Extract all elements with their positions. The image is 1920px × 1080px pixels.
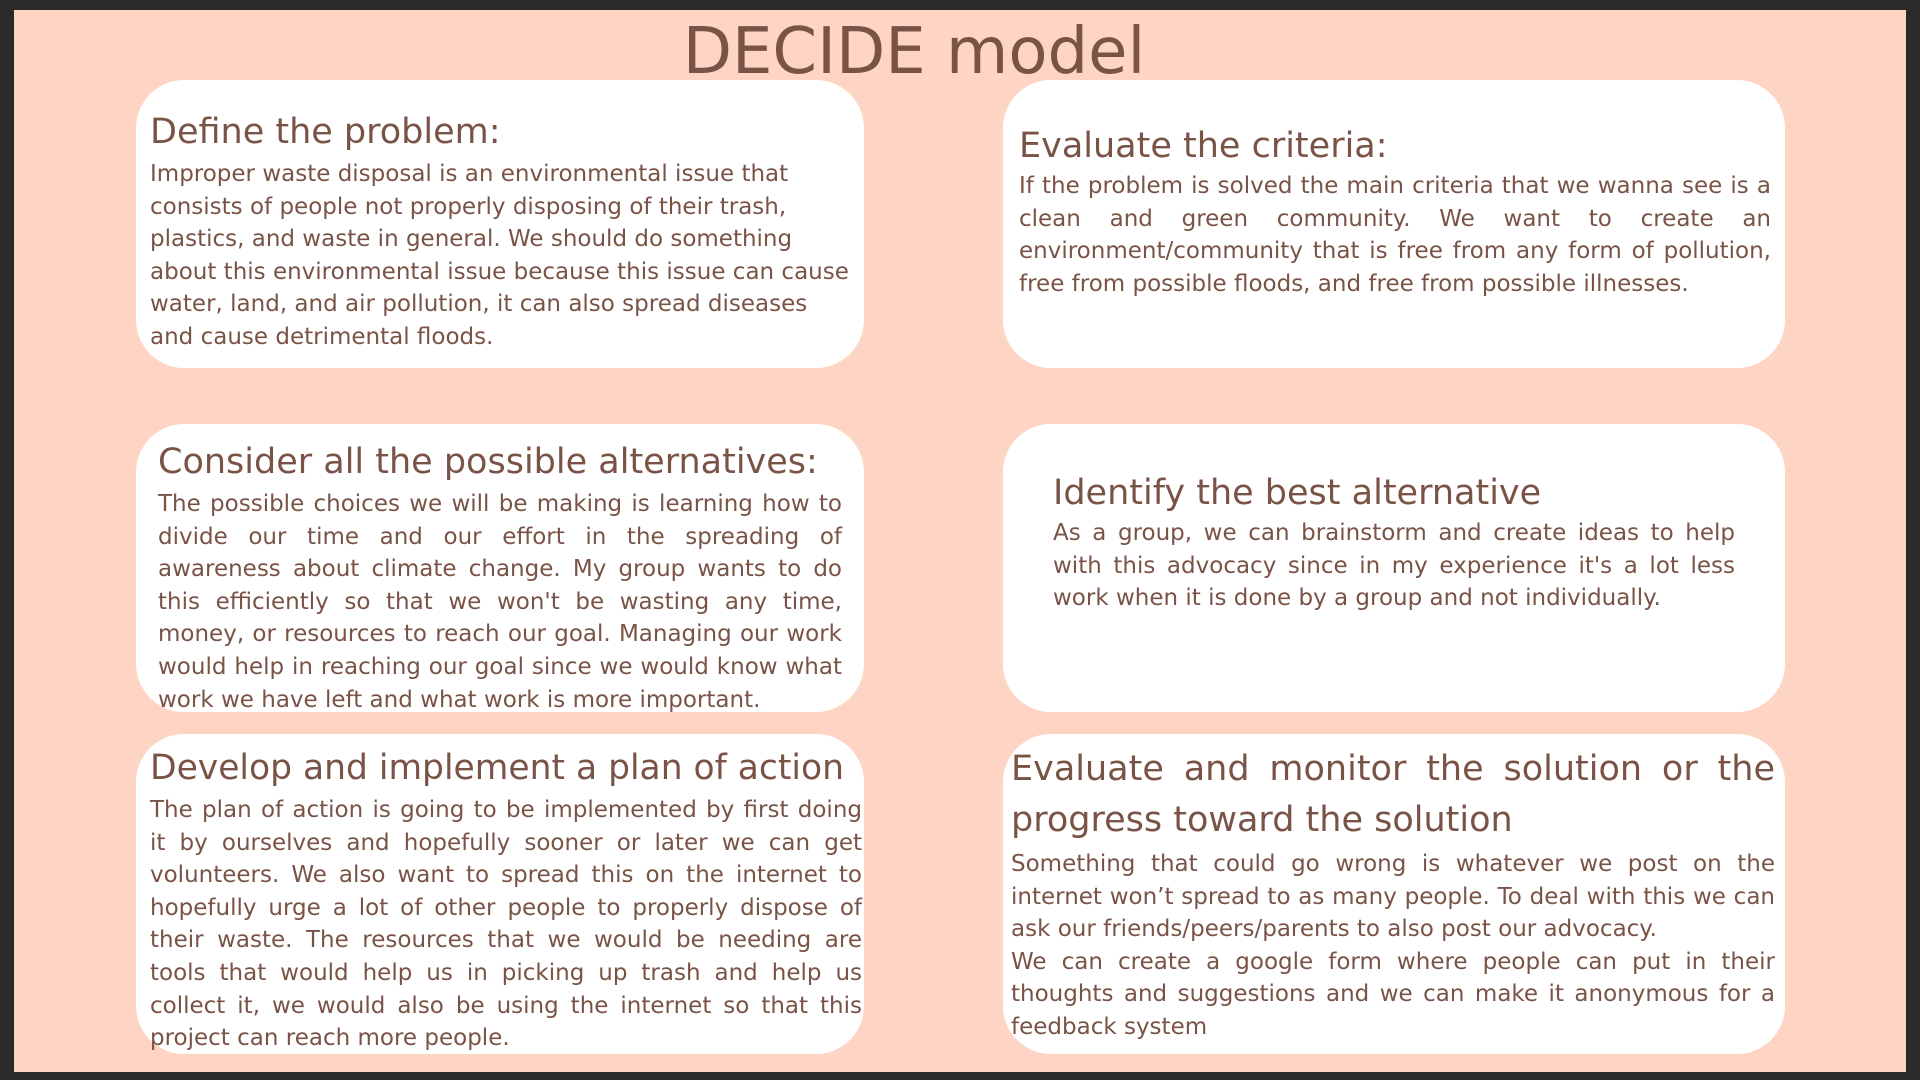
slide: DECIDE model Define the problem: Imprope… (14, 10, 1906, 1072)
card-heading: Evaluate and monitor the solution or the… (1011, 749, 1775, 840)
card-heading: Consider all the possible alternatives: (158, 442, 818, 482)
card-body: Improper waste disposal is an environmen… (150, 161, 849, 350)
card-develop-plan: Develop and implement a plan of action T… (136, 734, 864, 1054)
card-body: The possible choices we will be making i… (158, 491, 842, 713)
card-heading: Identify the best alternative (1053, 473, 1542, 513)
card-body: The plan of action is going to be implem… (150, 797, 862, 1052)
card-evaluate-monitor-solution: Evaluate and monitor the solution or the… (1003, 734, 1785, 1054)
card-body: We can create a google form where people… (1011, 948, 1775, 1040)
card-heading: Develop and implement a plan of action (150, 748, 844, 788)
card-body: If the problem is solved the main criter… (1019, 173, 1771, 297)
card-heading: Evaluate the criteria: (1019, 126, 1388, 166)
card-body: Something that could go wrong is whateve… (1011, 851, 1775, 943)
card-consider-alternatives: Consider all the possible alternatives: … (136, 424, 864, 713)
card-identify-best-alternative: Identify the best alternative As a group… (1003, 424, 1785, 712)
card-body: As a group, we can brainstorm and create… (1053, 520, 1735, 612)
card-evaluate-criteria: Evaluate the criteria: If the problem is… (1003, 80, 1785, 368)
card-define-problem: Define the problem: Improper waste dispo… (136, 80, 864, 368)
card-heading: Define the problem: (150, 112, 501, 152)
slide-title: DECIDE model (682, 15, 1146, 89)
